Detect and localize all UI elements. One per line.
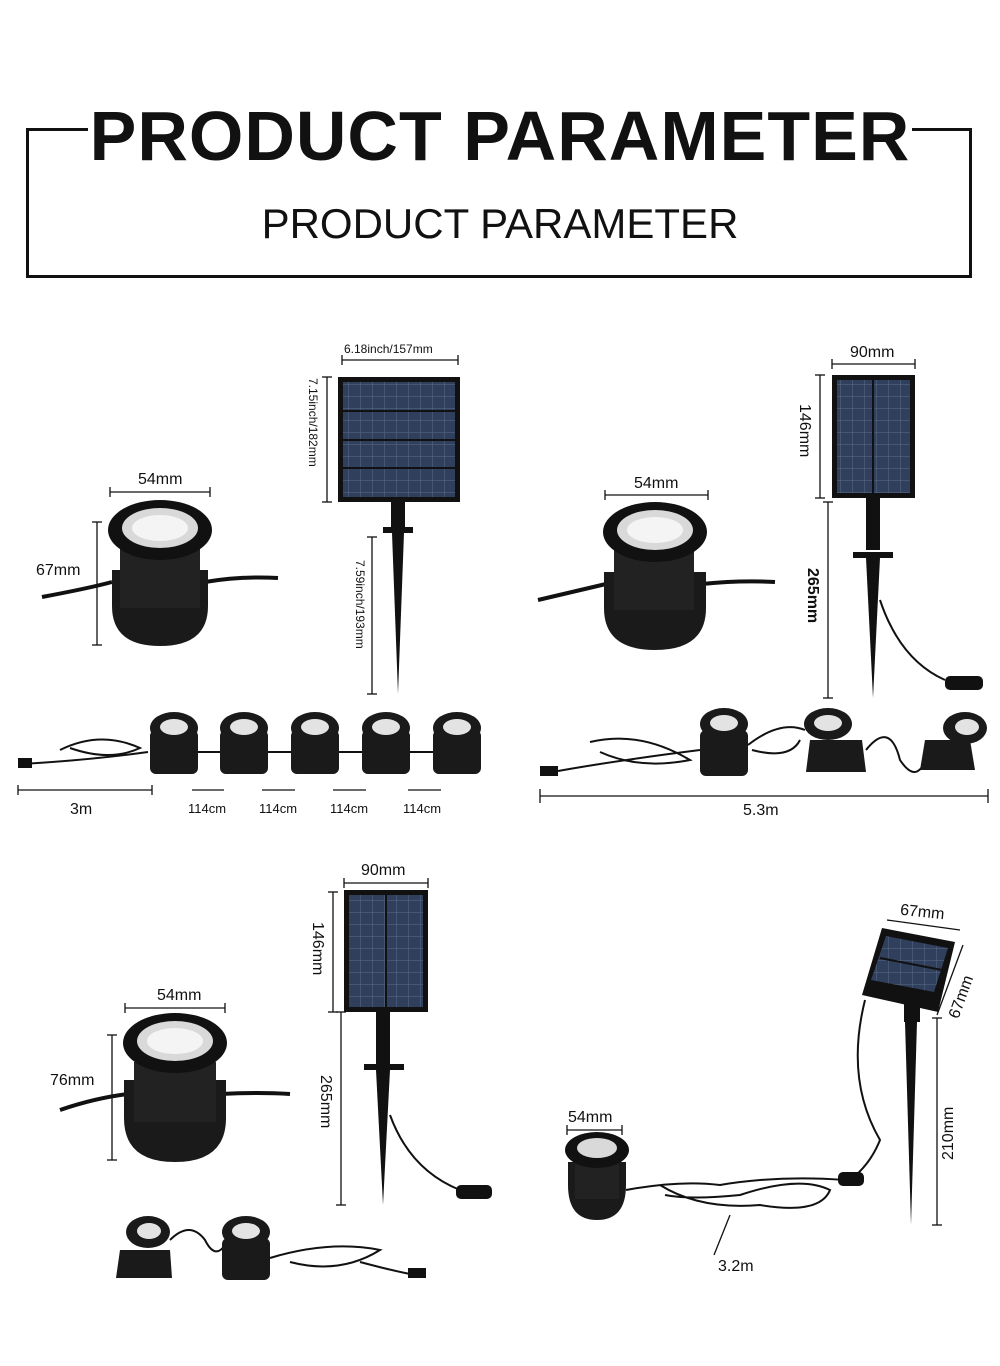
header-frame-corner <box>26 128 88 131</box>
panel1-spacing-label: 114cm <box>259 801 298 816</box>
panel1-solar-panel <box>338 377 460 694</box>
panel1-solar-height-label: 7.15inch/182mm <box>306 378 320 467</box>
panel4-dimension-lines <box>566 919 964 1256</box>
panel1-spacing-label: 114cm <box>330 801 369 816</box>
panel1-solar-width-label: 6.18inch/157mm <box>344 342 433 356</box>
panel3-solar-panel <box>344 890 492 1205</box>
panel2-solar-width-label: 90mm <box>850 344 895 361</box>
panel2-spotlight <box>537 502 776 650</box>
panel1-light-string <box>18 712 481 774</box>
panel3-dimension-lines <box>107 878 429 1206</box>
panel3-spotlight <box>59 1013 291 1162</box>
panel1-light-height-label: 67mm <box>36 562 81 579</box>
header-frame <box>26 128 972 278</box>
header-frame-corner <box>912 128 972 131</box>
panel1-spacing-label: 114cm <box>403 801 442 816</box>
panel3-light-width-label: 54mm <box>157 987 202 1004</box>
panel4-light-width-label: 54mm <box>568 1109 613 1126</box>
panel1-stake-height-label: 7.59inch/193mm <box>353 560 367 649</box>
panel2-dimension-lines <box>539 359 989 803</box>
panel3-stake-height-label: 265mm <box>317 1075 334 1129</box>
panel1-dimension-lines <box>92 355 459 695</box>
panel2-total-length-label: 5.3m <box>743 802 779 819</box>
panel1-spacing-label: 114cm <box>188 801 227 816</box>
panel3-solar-height-label: 146mm <box>309 922 326 976</box>
panel4-stake-height-label: 210mm <box>940 1106 957 1160</box>
panel3-light-height-label: 76mm <box>50 1072 95 1089</box>
page-subtitle: PRODUCT PARAMETER <box>261 200 739 247</box>
page-title: PRODUCT PARAMETER <box>89 97 911 175</box>
panel1-cable-lead-label: 3m <box>70 801 93 818</box>
panel2-light-width-label: 54mm <box>634 475 679 492</box>
panel3-solar-width-label: 90mm <box>361 862 406 879</box>
panel2-light-string <box>540 708 987 776</box>
panel2-solar-panel <box>832 375 983 698</box>
panel2-stake-height-label: 265mm <box>804 568 821 624</box>
panel1-light-width-label: 54mm <box>138 471 183 488</box>
panel3-light-string <box>116 1216 426 1280</box>
panel4-solar-panel <box>838 928 955 1225</box>
panel1-spotlight <box>41 500 279 646</box>
panel4-spotlight <box>565 1132 846 1220</box>
panel1-spacing-lines <box>17 785 441 795</box>
panel2-solar-height-label: 146mm <box>796 404 813 458</box>
panel4-cable-length-label: 3.2m <box>718 1258 754 1275</box>
